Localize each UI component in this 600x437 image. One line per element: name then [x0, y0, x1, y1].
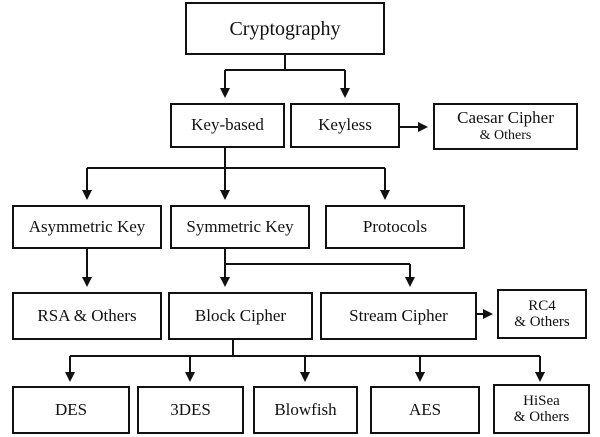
node-key-based: Key-based	[170, 103, 285, 148]
node-hisea: HiSea & Others	[493, 384, 590, 434]
node-cryptography-label: Cryptography	[229, 17, 341, 40]
node-blowfish: Blowfish	[253, 386, 358, 434]
node-rsa-others: RSA & Others	[12, 292, 162, 340]
node-asymmetric-key: Asymmetric Key	[12, 205, 162, 249]
node-keyless-label: Keyless	[318, 115, 372, 135]
node-cryptography: Cryptography	[185, 2, 385, 55]
node-aes: AES	[370, 386, 480, 434]
node-stream-cipher: Stream Cipher	[320, 292, 477, 340]
node-key-based-label: Key-based	[191, 115, 264, 135]
node-block-cipher: Block Cipher	[168, 292, 313, 340]
node-symmetric-key-label: Symmetric Key	[186, 216, 294, 236]
node-rc4-label: RC4	[528, 297, 556, 314]
node-hisea-label: HiSea	[523, 392, 560, 409]
node-protocols-label: Protocols	[362, 216, 428, 236]
connector-symmetric-to-level3	[224, 249, 410, 265]
node-rc4-sublabel: & Others	[514, 314, 570, 330]
node-caesar-cipher-sublabel: & Others	[479, 128, 532, 144]
node-symmetric-key: Symmetric Key	[170, 205, 310, 249]
node-blowfish-label: Blowfish	[274, 399, 337, 419]
node-3des: 3DES	[137, 386, 244, 434]
node-protocols: Protocols	[325, 205, 465, 249]
node-block-cipher-label: Block Cipher	[194, 305, 287, 325]
node-caesar-cipher-label: Caesar Cipher	[457, 108, 554, 128]
node-asymmetric-key-label: Asymmetric Key	[28, 216, 146, 236]
connector-root-to-level1	[225, 55, 345, 71]
node-stream-cipher-label: Stream Cipher	[349, 305, 448, 325]
connector-block-to-level4	[70, 340, 540, 357]
node-aes-label: AES	[408, 399, 442, 419]
node-rsa-others-label: RSA & Others	[37, 305, 137, 325]
node-3des-label: 3DES	[170, 399, 211, 419]
connector-key-based-to-level2	[87, 148, 385, 169]
node-des: DES	[12, 386, 130, 434]
node-hisea-sublabel: & Others	[513, 409, 570, 425]
node-des-label: DES	[54, 399, 88, 419]
node-keyless: Keyless	[290, 103, 400, 148]
node-rc4: RC4 & Others	[497, 289, 587, 339]
node-caesar-cipher: Caesar Cipher & Others	[433, 103, 578, 150]
